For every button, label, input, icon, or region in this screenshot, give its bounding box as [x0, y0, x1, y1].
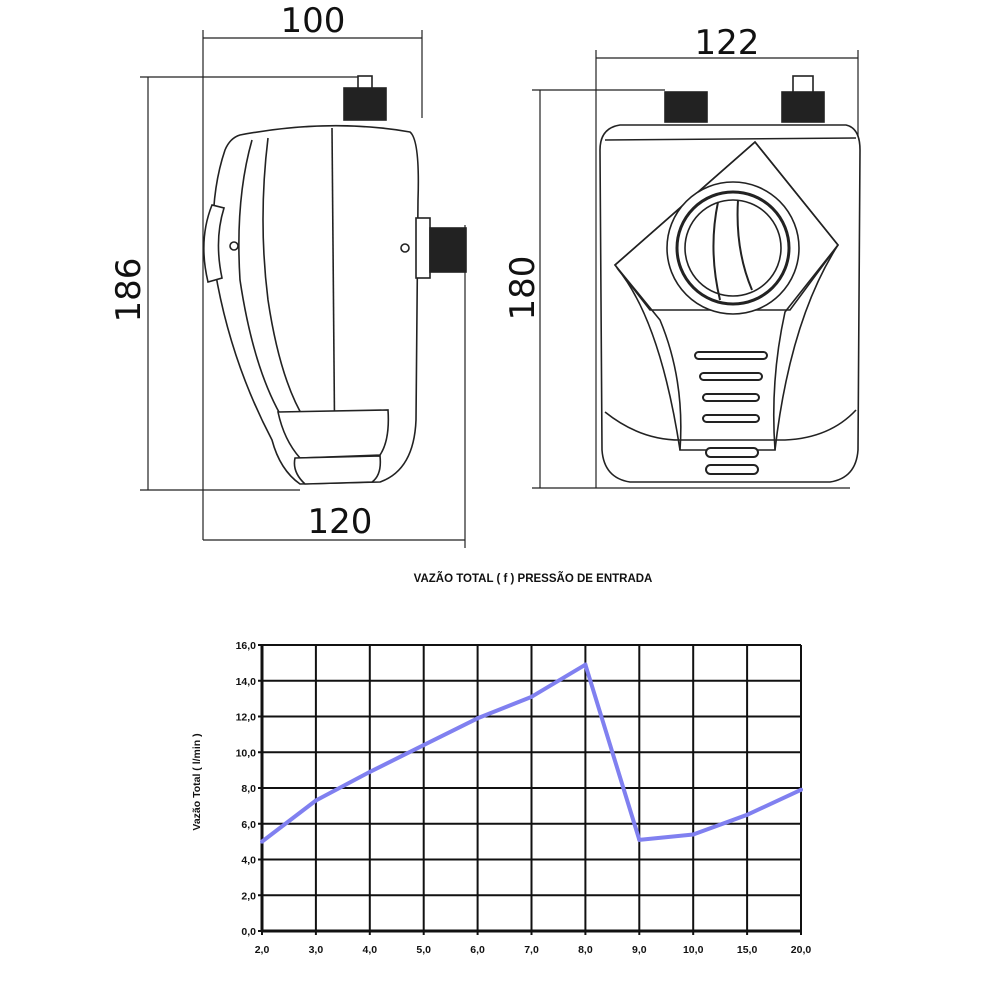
chart-series: [260, 662, 803, 844]
y-tick-label: 6,0: [241, 819, 256, 831]
x-tick-label: 2,0: [255, 944, 270, 956]
data-point: [367, 769, 372, 774]
data-point: [691, 832, 696, 837]
x-tick-label: 5,0: [416, 944, 431, 956]
dimension-front-width: 122: [695, 23, 760, 63]
side-view-dimension-lines: [140, 30, 466, 548]
y-tick-label: 16,0: [236, 640, 257, 652]
data-point: [421, 743, 426, 748]
x-tick-labels: 2,0 3,0 4,0 5,0 6,0 7,0 8,0 9,0 10,0 15,0 20,0: [255, 944, 812, 956]
data-point: [529, 694, 534, 699]
dimension-front-height: 180: [503, 256, 543, 321]
dimension-side-top-width: 100: [281, 1, 346, 41]
data-point: [260, 839, 264, 844]
data-point: [745, 812, 750, 817]
dimension-side-bottom-width: 120: [308, 502, 373, 542]
side-view-body: [203, 75, 467, 485]
x-tick-label: 8,0: [578, 944, 593, 956]
data-point: [475, 716, 480, 721]
y-tick-label: 10,0: [236, 747, 257, 759]
x-tick-label: 10,0: [683, 944, 704, 956]
data-point: [583, 662, 588, 667]
dimension-side-height: 186: [109, 258, 149, 323]
data-point: [637, 837, 642, 842]
x-tick-label: 20,0: [791, 944, 812, 956]
x-tick-label: 4,0: [362, 944, 377, 956]
chart-grid: [258, 644, 802, 935]
x-tick-label: 3,0: [309, 944, 324, 956]
y-tick-label: 2,0: [241, 890, 256, 902]
y-tick-label: 4,0: [241, 855, 256, 867]
front-view-body: [599, 75, 861, 483]
x-tick-label: 6,0: [470, 944, 485, 956]
x-tick-label: 7,0: [524, 944, 539, 956]
y-tick-label: 8,0: [241, 783, 256, 795]
y-tick-label: 0,0: [241, 926, 256, 938]
data-point: [313, 798, 318, 803]
x-tick-label: 9,0: [632, 944, 647, 956]
data-point: [799, 787, 803, 792]
front-view-dimension-lines: [532, 50, 859, 489]
chart-title: VAZÃO TOTAL ( f ) PRESSÃO DE ENTRADA: [414, 572, 653, 585]
y-tick-labels: 0,0 2,0 4,0 6,0 8,0 10,0 12,0 14,0 16,0: [236, 640, 257, 938]
y-tick-label: 12,0: [236, 712, 257, 724]
x-tick-label: 15,0: [737, 944, 758, 956]
y-tick-label: 14,0: [236, 676, 257, 688]
y-axis-label: Vazão Total ( l/min ): [191, 733, 203, 830]
